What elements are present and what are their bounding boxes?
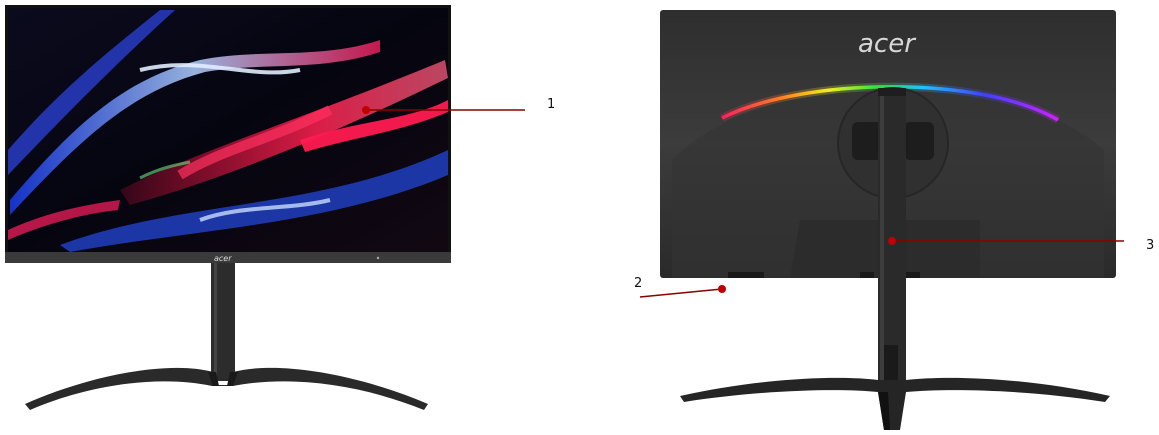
front-stand-base: [25, 367, 428, 410]
callout-3-dot: [888, 237, 896, 245]
callout-1: 1: [362, 97, 555, 114]
cable-clip: [884, 345, 898, 381]
front-chin: [5, 252, 451, 263]
callout-3-label: 3: [1146, 238, 1154, 253]
callout-2-line: [639, 288, 723, 298]
rear-monitor: acer: [660, 10, 1116, 430]
callout-1-label: 1: [547, 97, 555, 112]
rear-acer-logo: acer: [858, 29, 917, 59]
front-monitor: acer: [5, 5, 451, 410]
callout-3: 3: [888, 237, 1154, 253]
power-indicator: [376, 256, 380, 260]
wallpaper-art: [8, 10, 448, 252]
callout-2-dot: [718, 285, 726, 293]
rear-stand-base: [680, 377, 1110, 430]
callout-1-dot: [362, 106, 370, 114]
rear-ports: [728, 272, 764, 278]
callout-2: 2: [634, 276, 726, 298]
callout-2-label: 2: [634, 276, 642, 291]
front-acer-logo: acer: [214, 254, 232, 263]
